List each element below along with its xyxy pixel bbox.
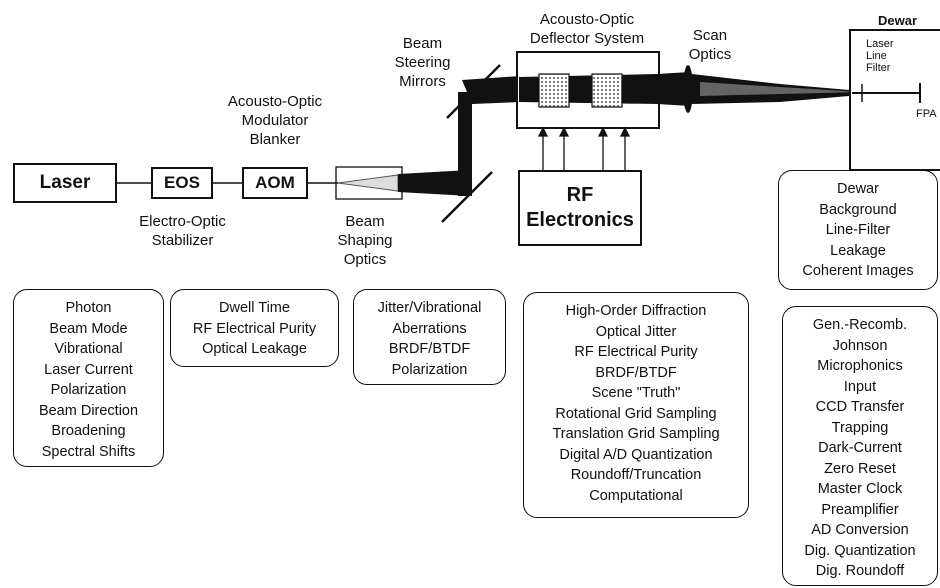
beam-riser	[458, 92, 472, 196]
list-item: BRDF/BTDF	[388, 341, 471, 357]
filter-caption-line: Line	[866, 50, 887, 62]
list-item: Polarization	[50, 382, 127, 398]
scan-optics-caption: Scan Optics	[675, 26, 745, 64]
steering-caption-line: Beam	[402, 35, 443, 52]
list-item: Rotational Grid Sampling	[555, 405, 717, 422]
list-item: Coherent Images	[802, 263, 914, 279]
deflector-caption-line: Acousto-Optic	[539, 11, 635, 28]
beam-shaped	[398, 170, 470, 196]
list-item: Microphonics	[817, 358, 903, 374]
dewar-title: Dewar	[878, 13, 918, 28]
laser-label: Laser	[39, 172, 91, 193]
list-item: BRDF/BTDF	[595, 364, 677, 381]
beam-shaping-cone	[337, 174, 399, 192]
list-item: Jitter/Vibrational	[377, 300, 482, 316]
steering-mirror-lower	[441, 171, 493, 223]
rf-drive-arrows	[537, 126, 631, 170]
beam-shaping-caption-line: Beam	[345, 213, 385, 230]
list-item: Dig. Roundoff	[815, 563, 905, 579]
scan-caption-line: Scan	[692, 27, 728, 44]
list-item: Optical Leakage	[202, 341, 307, 357]
list-item: Preamplifier	[821, 501, 899, 518]
deflector-caption: Acousto-Optic Deflector System	[502, 10, 672, 48]
list-item: CCD Transfer	[815, 399, 905, 415]
list-item: Scene "Truth"	[591, 385, 681, 401]
eos-caption-line: Electro-Optic	[139, 213, 226, 230]
list-item: Dwell Time	[219, 300, 290, 316]
list-item: Leakage	[830, 242, 886, 259]
steering-mirrors-caption: Beam Steering Mirrors	[380, 34, 465, 91]
list-item: Laser Current	[44, 361, 133, 378]
aom-label: AOM	[255, 173, 295, 192]
laser-line-filter-caption: Laser Line Filter	[866, 38, 894, 74]
list-item: Trapping	[831, 419, 889, 436]
beam-shaping-caption: Beam Shaping Optics	[325, 212, 405, 269]
optics-noise-list: Jitter/Vibrational Aberrations BRDF/BTDF…	[353, 289, 506, 385]
deflector-noise-list: High-Order Diffraction Optical Jitter RF…	[523, 292, 749, 518]
list-item: AD Conversion	[811, 522, 909, 538]
list-item: Dark-Current	[818, 440, 902, 456]
steering-caption-line: Mirrors	[399, 73, 446, 90]
filter-caption-line: Filter	[866, 62, 891, 74]
list-item: Beam Direction	[38, 402, 139, 419]
scan-lens	[683, 65, 693, 113]
list-item: Background	[819, 201, 897, 218]
list-item: Dewar	[837, 181, 879, 197]
aom-caption: Acousto-Optic Modulator Blanker	[205, 92, 345, 149]
list-item: Translation Grid Sampling	[552, 426, 720, 442]
beam-to-deflector	[462, 76, 520, 104]
fpa-caption: FPA	[916, 108, 937, 120]
eos-caption-line: Stabilizer	[151, 232, 214, 249]
laser-noise-list: Photon Beam Mode Vibrational Laser Curre…	[13, 289, 164, 467]
list-item: Spectral Shifts	[41, 443, 136, 460]
list-item: Aberrations	[392, 320, 467, 337]
aom-caption-line: Blanker	[249, 131, 301, 148]
dewar-box	[849, 29, 940, 171]
aom-caption-line: Acousto-Optic	[227, 93, 323, 110]
list-item: Line-Filter	[825, 222, 891, 238]
list-item: Optical Jitter	[595, 323, 677, 340]
aom-caption-line: Modulator	[241, 112, 309, 129]
list-item: Polarization	[391, 361, 468, 378]
aom-box: AOM	[242, 167, 308, 199]
list-item: Gen.-Recomb.	[812, 317, 908, 333]
eos-box: EOS	[151, 167, 213, 199]
list-item: RF Electrical Purity	[192, 320, 317, 337]
deflector-cell-1	[538, 73, 570, 108]
list-item: Zero Reset	[824, 460, 896, 477]
laser-box: Laser	[13, 163, 117, 203]
list-item: Digital A/D Quantization	[559, 446, 713, 463]
beam-shaping-caption-line: Optics	[343, 251, 387, 268]
list-item: Computational	[589, 487, 683, 504]
aom-noise-list: Dwell Time RF Electrical Purity Optical …	[170, 289, 339, 367]
beam-to-scan-optics	[657, 72, 690, 106]
list-item: Beam Mode	[49, 320, 128, 337]
list-item: Master Clock	[817, 481, 903, 497]
filter-caption-line: Laser	[866, 38, 894, 50]
eos-caption: Electro-Optic Stabilizer	[125, 212, 240, 250]
deflector-caption-line: Deflector System	[529, 30, 645, 47]
scan-caption-line: Optics	[688, 46, 732, 63]
eos-label: EOS	[164, 173, 200, 192]
deflector-cell-2	[591, 73, 623, 108]
list-item: Broadening	[51, 423, 126, 439]
list-item: Roundoff/Truncation	[570, 467, 702, 483]
dewar-noise-list: Dewar Background Line-Filter Leakage Coh…	[778, 170, 938, 290]
rf-label-line1: RF	[566, 184, 594, 206]
list-item: High-Order Diffraction	[565, 303, 707, 319]
list-item: Input	[843, 378, 877, 395]
rf-label-line2: Electronics	[526, 209, 634, 231]
beam-converging	[692, 74, 872, 104]
detector-noise-list: Gen.-Recomb. Johnson Microphonics Input …	[782, 306, 938, 586]
list-item: Photon	[65, 300, 112, 316]
steering-caption-line: Steering	[394, 54, 451, 71]
rf-electronics-box: RF Electronics	[518, 170, 642, 246]
list-item: Vibrational	[54, 341, 123, 357]
beam-shaping-caption-line: Shaping	[337, 232, 393, 249]
list-item: Johnson	[832, 337, 888, 354]
list-item: Dig. Quantization	[804, 542, 916, 559]
list-item: RF Electrical Purity	[574, 344, 698, 360]
